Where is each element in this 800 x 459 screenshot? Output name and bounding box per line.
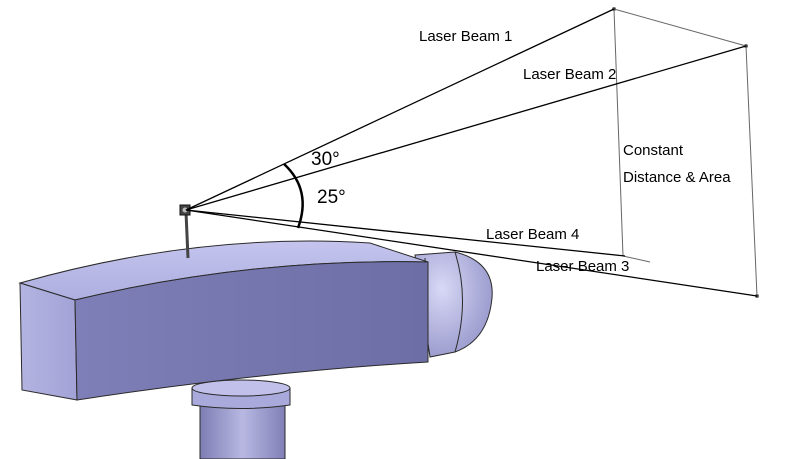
target-label-line2: Distance & Area (623, 169, 731, 186)
laser-beam-3-line (185, 209, 758, 297)
laser-beam-1-label: Laser Beam 1 (419, 28, 512, 45)
stand-post (191, 379, 291, 459)
device-body (18, 240, 429, 401)
angle-lower-label: 25° (317, 187, 346, 208)
laser-beam-1-line (185, 8, 615, 211)
target-frame (612, 7, 759, 298)
angle-upper-label: 30° (311, 149, 340, 170)
laser-beam-4-line (185, 209, 626, 257)
target-label-line1: Constant (623, 142, 684, 159)
laser-beam-4-label: Laser Beam 4 (486, 226, 579, 243)
laser-beams (185, 8, 758, 297)
angle-arc (283, 163, 304, 229)
laser-beam-2-line (185, 45, 747, 211)
laser-beam-3-label: Laser Beam 3 (536, 258, 629, 275)
laser-beam-2-label: Laser Beam 2 (523, 66, 616, 83)
